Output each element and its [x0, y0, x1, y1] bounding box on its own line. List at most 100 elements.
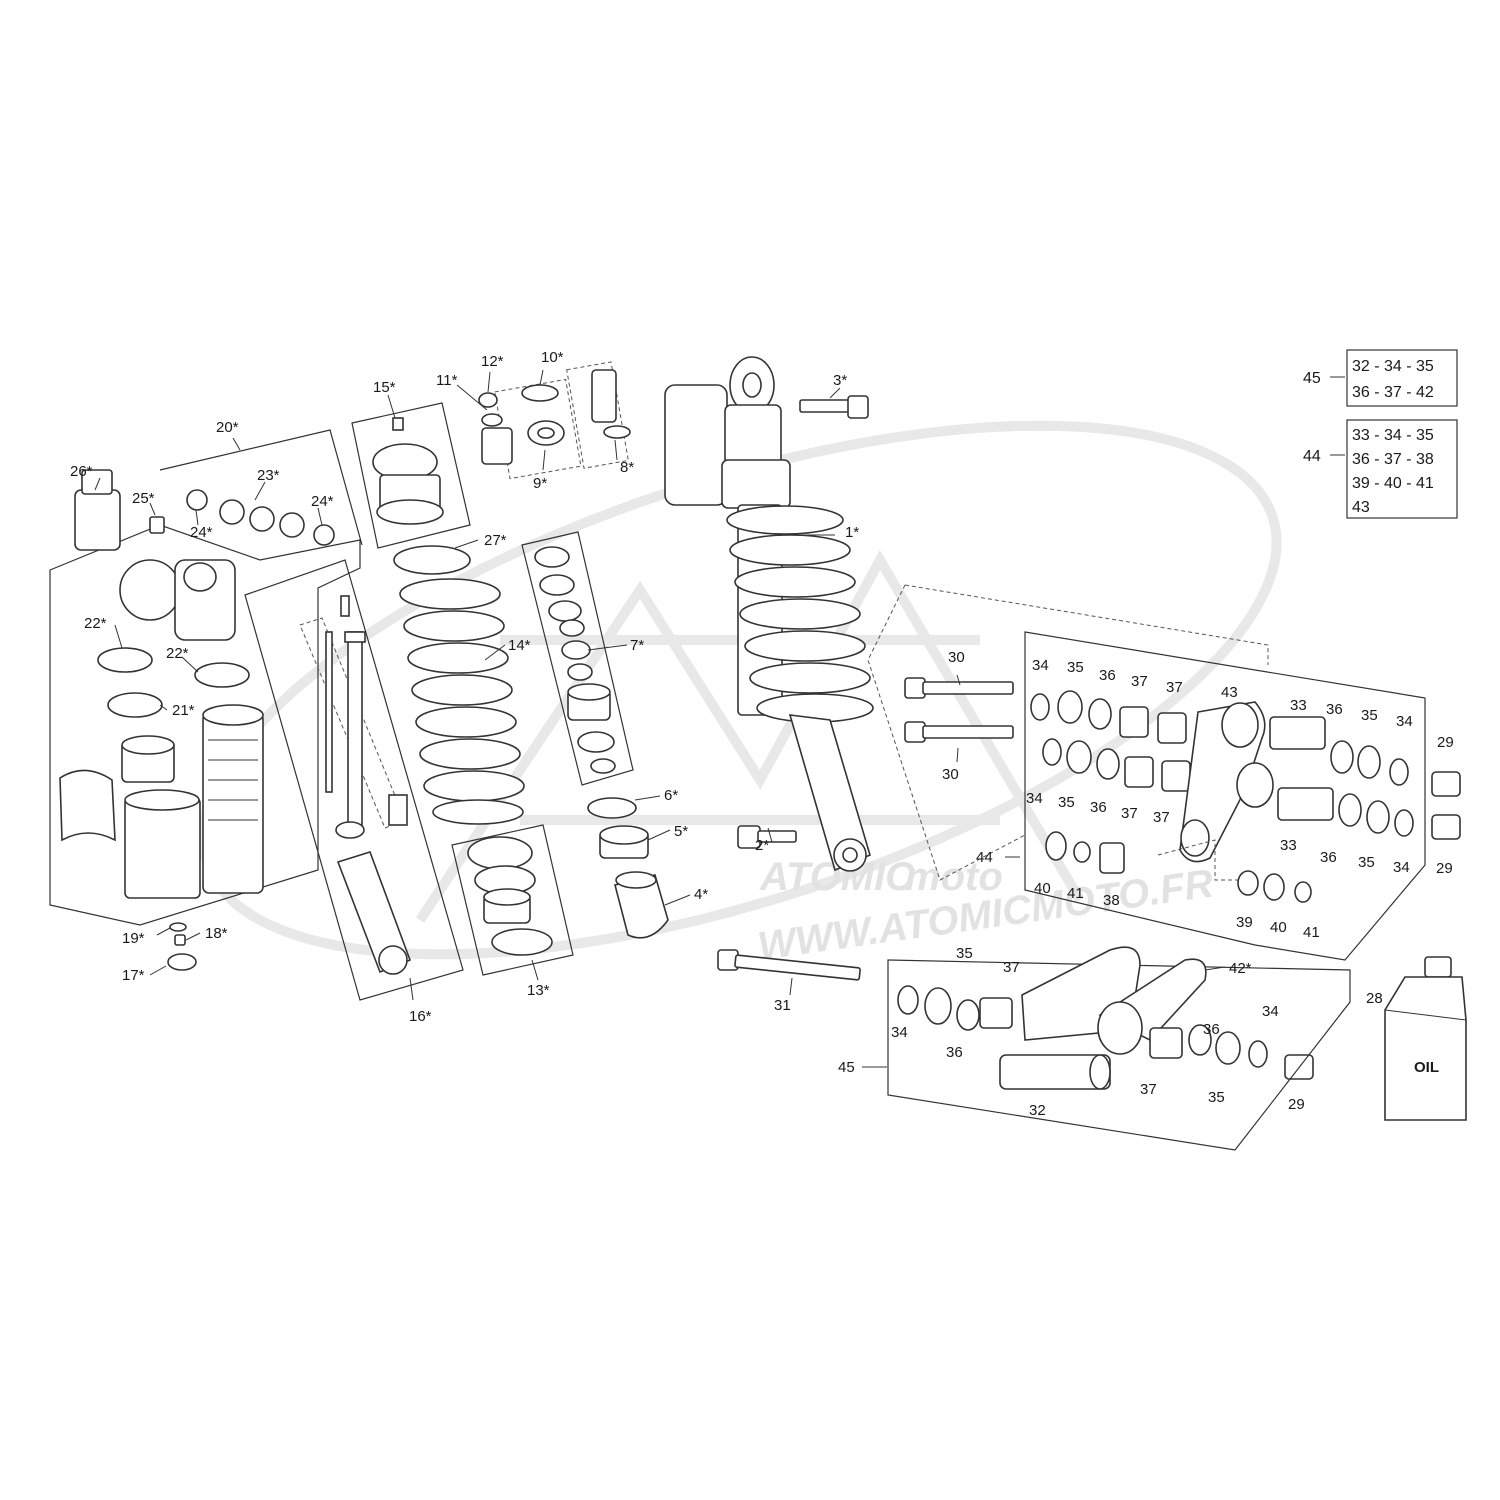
label-part-5: 5* — [674, 823, 688, 840]
label-part-43: 43 — [1221, 684, 1238, 701]
label-part-42: 42* — [1229, 960, 1252, 977]
label-part-25: 25* — [132, 490, 155, 507]
label-part-14: 14* — [508, 637, 531, 654]
oil-bottle: OIL — [1384, 956, 1467, 1121]
label-part-37c: 37 — [1121, 805, 1138, 822]
label-part-34d: 34 — [1393, 859, 1410, 876]
main-spring — [393, 545, 525, 825]
bump-stop-parts — [587, 797, 669, 939]
label-part-6: 6* — [664, 787, 678, 804]
label-part-11: 11* — [436, 372, 458, 389]
bolt-30-upper — [904, 677, 1014, 699]
kit-45-line-2: 36 - 37 - 42 — [1352, 384, 1434, 401]
label-part-34c: 34 — [1396, 713, 1413, 730]
kit-44-line-1: 33 - 34 - 35 — [1352, 427, 1434, 444]
label-part-24b: 24* — [311, 493, 334, 510]
label-part-24a: 24* — [190, 524, 213, 541]
label-part-35a: 35 — [1067, 659, 1084, 676]
kit-45-number: 45 — [1303, 370, 1321, 387]
label-part-44: 44 — [976, 849, 993, 866]
label-part-32: 32 — [1029, 1102, 1046, 1119]
label-part-8: 8* — [620, 459, 634, 476]
watermark-logo-sub: moto — [905, 855, 1003, 899]
label-part-39: 39 — [1236, 914, 1253, 931]
label-part-30a: 30 — [948, 649, 965, 666]
kit-44-number: 44 — [1303, 448, 1321, 465]
label-part-35c: 35 — [1361, 707, 1378, 724]
label-part-17: 17* — [122, 967, 145, 984]
bolt-3 — [799, 395, 869, 419]
label-part-35d: 35 — [1358, 854, 1375, 871]
label-part-35b: 35 — [1058, 794, 1075, 811]
label-part-33b: 33 — [1280, 837, 1297, 854]
label-part-37b: 37 — [1166, 679, 1183, 696]
label-part-30b: 30 — [942, 766, 959, 783]
bolt-30-lower — [904, 721, 1014, 743]
kit-45-line-1: 32 - 34 - 35 — [1352, 358, 1434, 375]
label-part-19: 19* — [122, 930, 145, 947]
valve-group — [521, 531, 634, 786]
label-part-35e: 35 — [956, 945, 973, 962]
kit-44-line-4: 43 — [1352, 499, 1370, 516]
kit-45-reference: 45 32 - 34 - 35 36 - 37 - 42 — [1303, 349, 1458, 407]
label-part-29a: 29 — [1437, 734, 1454, 751]
label-part-40b: 40 — [1270, 919, 1287, 936]
piston-rod-group — [244, 559, 464, 1001]
reservoir-group — [49, 429, 363, 971]
label-part-37f: 37 — [1140, 1081, 1157, 1098]
label-part-36e: 36 — [946, 1044, 963, 1061]
seal-group — [451, 824, 574, 976]
label-part-41b: 41 — [1303, 924, 1320, 941]
shock-absorber-assembly — [664, 356, 874, 872]
label-part-34f: 34 — [1262, 1003, 1279, 1020]
top-small-parts — [478, 361, 631, 480]
kit-44-reference: 44 33 - 34 - 35 36 - 37 - 38 39 - 40 - 4… — [1303, 419, 1458, 519]
leader-lines — [94, 369, 1226, 1068]
label-part-45: 45 — [838, 1059, 855, 1076]
label-part-3: 3* — [833, 372, 847, 389]
label-part-31: 31 — [774, 997, 791, 1014]
label-part-33a: 33 — [1290, 697, 1307, 714]
label-part-37e: 37 — [1003, 959, 1020, 976]
oil-label: OIL — [1414, 1059, 1439, 1076]
shock-spring — [726, 505, 874, 723]
label-part-36b: 36 — [1090, 799, 1107, 816]
label-part-10: 10* — [541, 349, 564, 366]
nut-29-upper — [1431, 771, 1461, 797]
label-part-2: 2* — [755, 837, 769, 854]
label-part-36d: 36 — [1320, 849, 1337, 866]
part-labels: 1* 2* 3* 4* 5* 6* 7* 8* 9* 10* 11* 12* 1… — [70, 349, 1454, 1119]
label-part-7: 7* — [630, 637, 644, 654]
label-part-23: 23* — [257, 467, 280, 484]
linkage-kit-44 — [867, 584, 1426, 961]
kit-44-line-3: 39 - 40 - 41 — [1352, 475, 1434, 492]
label-part-20: 20* — [216, 419, 239, 436]
label-part-29b: 29 — [1436, 860, 1453, 877]
label-part-41a: 41 — [1067, 885, 1084, 902]
nut-29-lower — [1431, 814, 1461, 840]
label-part-29c: 29 — [1288, 1096, 1305, 1113]
label-part-9: 9* — [533, 475, 547, 492]
label-part-13: 13* — [527, 982, 550, 999]
label-part-4: 4* — [694, 886, 708, 903]
label-part-37a: 37 — [1131, 673, 1148, 690]
label-part-34a: 34 — [1032, 657, 1049, 674]
label-part-35f: 35 — [1208, 1089, 1225, 1106]
label-part-36f: 36 — [1203, 1021, 1220, 1038]
label-part-15: 15* — [373, 379, 396, 396]
label-part-37d: 37 — [1153, 809, 1170, 826]
label-part-40a: 40 — [1034, 880, 1051, 897]
kit-44-line-2: 36 - 37 - 38 — [1352, 451, 1434, 468]
ring-nut-group — [351, 402, 471, 549]
label-part-12: 12* — [481, 353, 504, 370]
label-part-21: 21* — [172, 702, 195, 719]
label-part-26: 26* — [70, 463, 93, 480]
label-part-34e: 34 — [891, 1024, 908, 1041]
label-part-36a: 36 — [1099, 667, 1116, 684]
label-part-22a: 22* — [84, 615, 107, 632]
bolt-2 — [737, 825, 797, 849]
linkage-kit-45 — [717, 946, 1351, 1151]
label-part-28: 28 — [1366, 990, 1383, 1007]
label-part-34b: 34 — [1026, 790, 1043, 807]
